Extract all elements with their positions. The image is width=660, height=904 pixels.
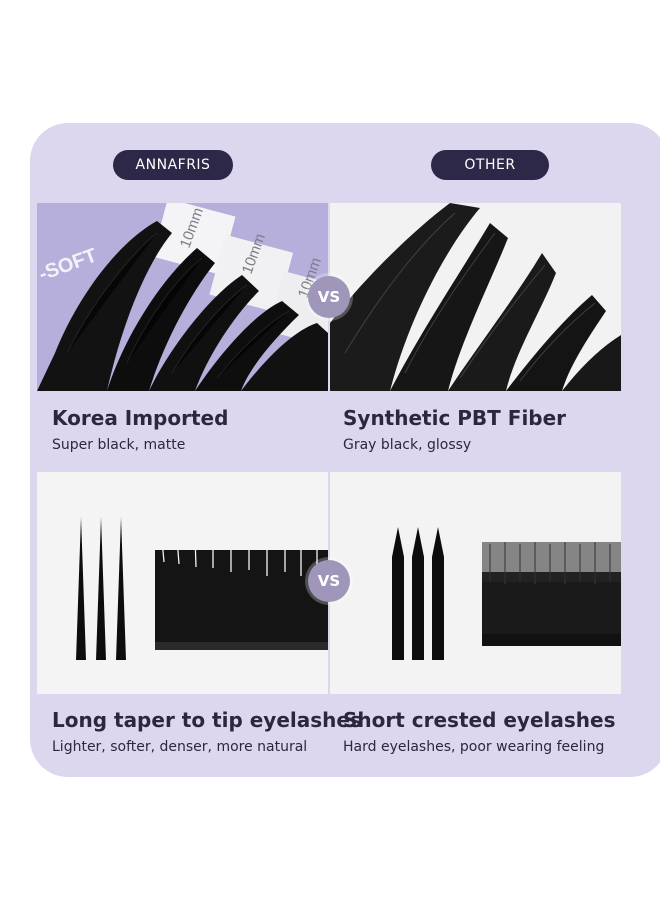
brand-label: ANNAFRIS (113, 150, 233, 180)
left-title-2: Long taper to tip eyelashes (52, 708, 362, 732)
vs-badge-top: VS (308, 276, 350, 318)
vs-badge-bottom: VS (308, 560, 350, 602)
right-title-1: Synthetic PBT Fiber (343, 406, 567, 430)
annafris-lash-tray-photo: -SOFT 10mm 10mm 10mm (37, 203, 328, 391)
right-subtitle-2: Hard eyelashes, poor wearing feeling (343, 739, 605, 755)
long-taper-lash-photo (37, 472, 328, 694)
left-title-1: Korea Imported (52, 406, 229, 430)
short-crested-lash-photo (330, 472, 621, 694)
other-label: OTHER (431, 150, 549, 180)
other-lash-photo (330, 203, 621, 391)
left-subtitle-2: Lighter, softer, denser, more natural (52, 739, 308, 755)
right-subtitle-1: Gray black, glossy (343, 437, 472, 453)
left-subtitle-1: Super black, matte (52, 437, 186, 453)
right-title-2: Short crested eyelashes (343, 708, 616, 732)
